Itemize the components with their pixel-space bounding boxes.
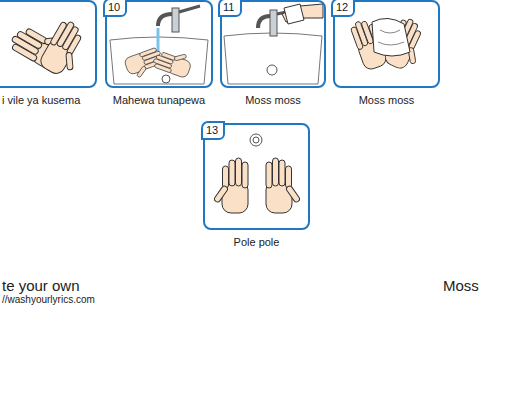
hand: [266, 158, 301, 213]
tap: [172, 8, 179, 32]
step-caption: Moss moss: [359, 94, 415, 107]
step-caption: Pole pole: [234, 236, 280, 249]
step-panel: 13Pole pole: [203, 123, 310, 230]
rinse-scene: [110, 6, 208, 84]
panel-frame: [0, 0, 97, 88]
footer-text: //washyourlyrics.com: [2, 294, 95, 305]
sink: [224, 33, 322, 84]
clean-symbol: [250, 134, 262, 146]
footer-text: te your own: [2, 277, 80, 294]
step-panel: 11Moss moss: [220, 0, 326, 88]
step-number: 11: [218, 0, 242, 17]
clean-hands-scene: [213, 134, 300, 213]
hand: [213, 158, 248, 213]
towel-fold: [378, 30, 404, 45]
step-caption: Moss moss: [245, 94, 301, 107]
tap: [270, 10, 277, 36]
hand: [38, 18, 94, 81]
hand: [152, 44, 194, 78]
tap-lever: [179, 6, 200, 12]
footer-text: Moss: [443, 277, 479, 294]
towel: [284, 4, 304, 24]
step-number: 12: [331, 0, 355, 17]
drain: [267, 65, 277, 75]
step-number: 13: [201, 121, 225, 140]
step-panel: i vile ya kusema: [0, 0, 97, 88]
step-number: 10: [103, 0, 127, 17]
rubbing-hands: [8, 16, 93, 81]
step-panel: 12Moss moss: [333, 0, 440, 88]
spout: [158, 14, 172, 26]
spout: [258, 16, 270, 28]
towel: [372, 18, 410, 56]
step-caption: i vile ya kusema: [2, 94, 80, 107]
dry-scene: [349, 14, 432, 74]
step-panel: 10Mahewa tunapewa: [105, 0, 213, 88]
step-caption: Mahewa tunapewa: [113, 94, 205, 107]
clean-symbol: [253, 137, 259, 143]
drain: [162, 75, 170, 83]
